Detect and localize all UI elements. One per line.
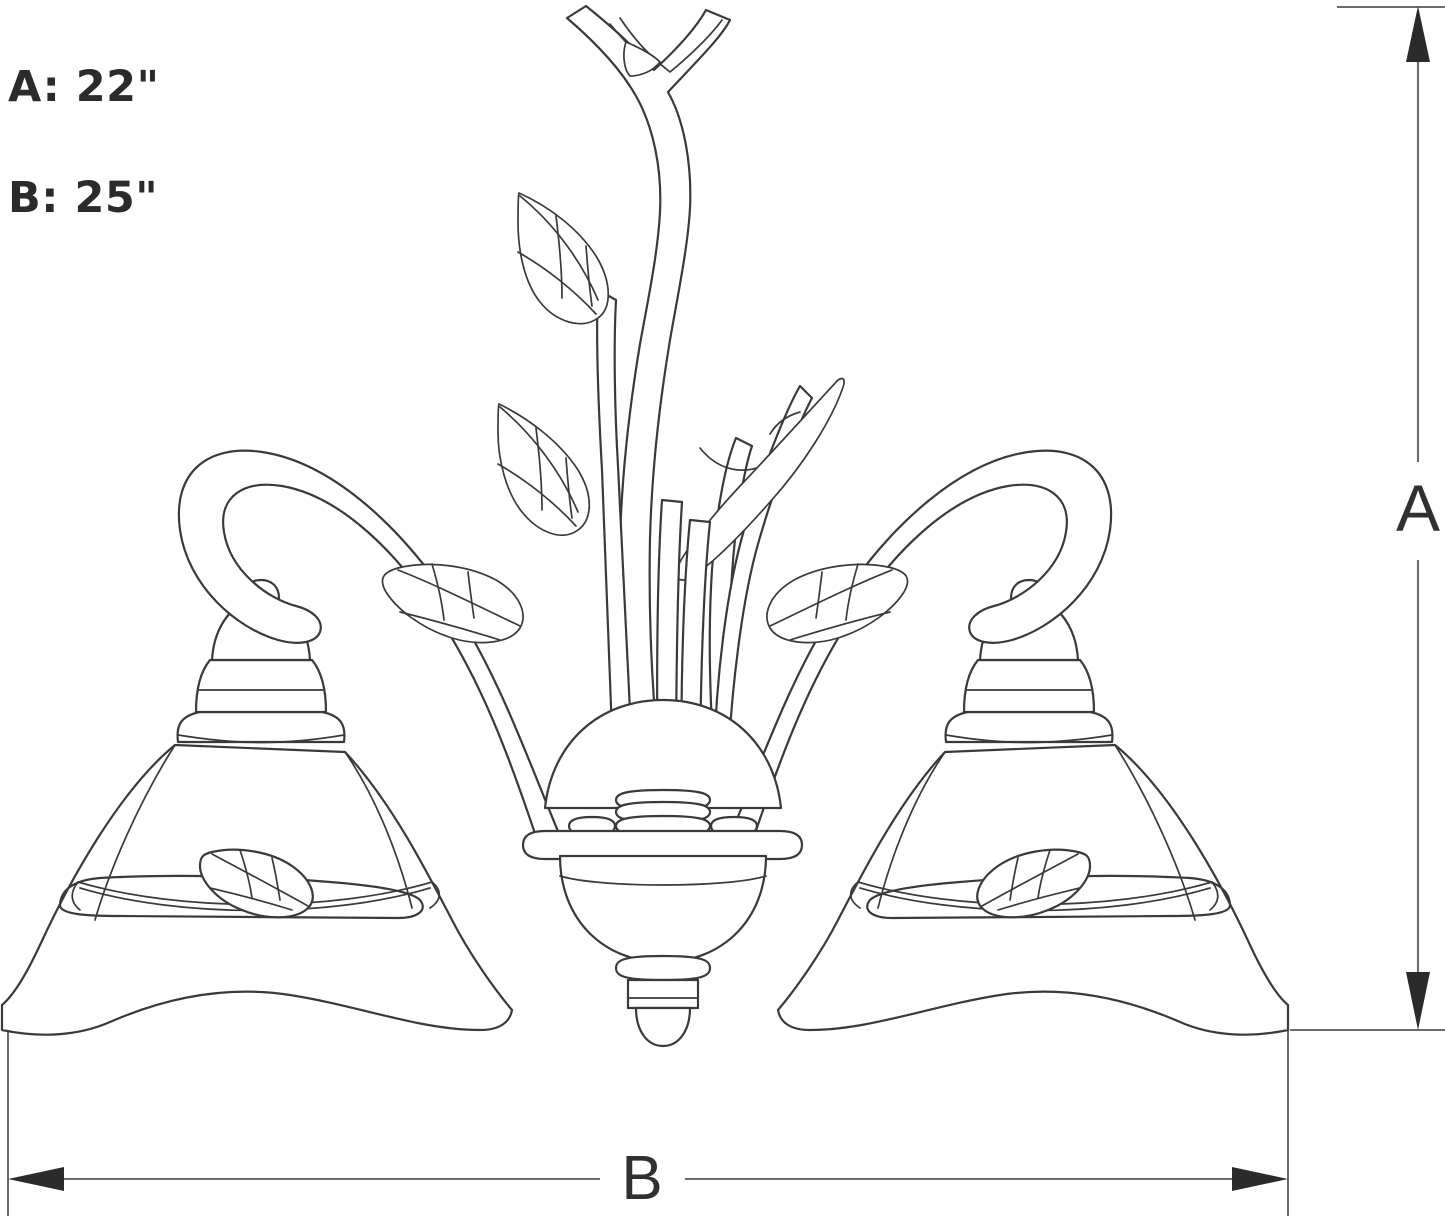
hook-stem bbox=[565, 4, 732, 792]
arrow-right-icon bbox=[1232, 1167, 1288, 1191]
body-crossbar bbox=[521, 829, 804, 861]
finial-ring bbox=[614, 954, 712, 982]
dimension-label-b: B bbox=[621, 1144, 663, 1213]
center-stems-left bbox=[497, 192, 636, 792]
leaf-left-shade bbox=[198, 848, 314, 919]
shade-ring-right bbox=[962, 658, 1096, 714]
hook-notch bbox=[623, 41, 661, 77]
arrow-left-icon bbox=[8, 1167, 64, 1191]
shade-left bbox=[0, 578, 514, 1036]
center-stem-main bbox=[565, 4, 732, 792]
chandelier-illustration bbox=[0, 4, 1290, 1048]
body-backplate bbox=[543, 698, 783, 810]
shade-ring-left bbox=[194, 658, 328, 714]
dimension-horizontal-b bbox=[6, 1020, 1290, 1216]
leaf-right-shade bbox=[976, 848, 1092, 919]
vine-right bbox=[866, 848, 1232, 920]
finial-ball bbox=[634, 1006, 692, 1048]
arm-right bbox=[728, 449, 1113, 850]
arrow-down-icon bbox=[1406, 972, 1430, 1030]
legend: A: 22" B: 25" bbox=[8, 66, 338, 220]
vine-left bbox=[58, 848, 424, 920]
dimension-label-a: A bbox=[1395, 471, 1441, 545]
arm-left bbox=[177, 449, 562, 850]
dimension-vertical-a bbox=[1290, 5, 1445, 1032]
leaf-center-lower bbox=[497, 403, 591, 536]
shade-right bbox=[776, 578, 1290, 1036]
arrow-up-icon bbox=[1406, 6, 1430, 62]
shade-collar-right bbox=[944, 710, 1114, 744]
legend-item-b: B: 25" bbox=[8, 173, 159, 223]
leaf-left-arm bbox=[381, 563, 524, 644]
leaf-center-upper bbox=[517, 192, 610, 325]
leaf-right-arm bbox=[766, 563, 909, 644]
finial-stem bbox=[626, 978, 700, 1010]
fixture-body bbox=[521, 698, 804, 1048]
body-dome bbox=[558, 854, 768, 964]
legend-item-a: A: 22" bbox=[8, 62, 160, 112]
shade-collar-left bbox=[176, 710, 346, 744]
